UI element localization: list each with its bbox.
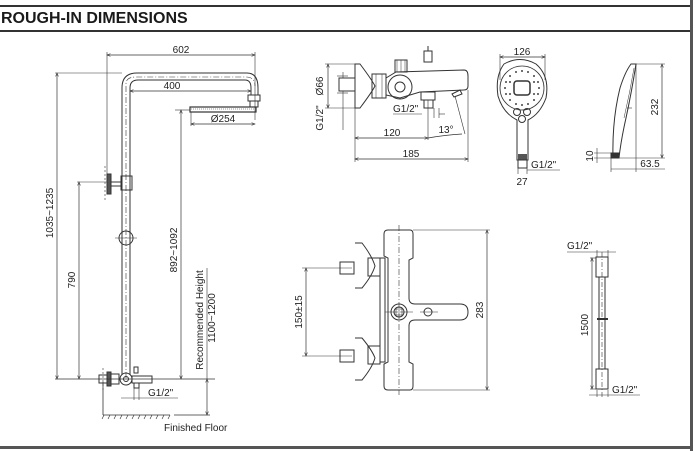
upper-flange: [355, 242, 376, 289]
mode-button-left: [513, 108, 521, 116]
valve-body: [385, 69, 469, 99]
recommended-height-label: Recommended Height: [195, 270, 206, 370]
dim-bar-height: 790: [67, 271, 78, 288]
valve-inlet-left-label: G1/2": [315, 105, 326, 131]
wall-bracket-upper: [104, 166, 133, 200]
dim-total-depth: 185: [403, 149, 420, 160]
diverter-knob: [423, 50, 433, 63]
valve-inlet-bottom-label: G1/2": [393, 104, 419, 115]
lower-flange: [355, 337, 376, 381]
dim-flange-diameter: Ø66: [315, 76, 326, 95]
valve-side-view: [325, 46, 468, 162]
hose-bottom-fitting: [595, 368, 609, 390]
dim-arm-length: 400: [164, 81, 181, 92]
head-swivel: [249, 100, 259, 108]
shower-hose-view: [567, 250, 640, 397]
dim-head-clearance: 892~1092: [169, 227, 180, 272]
inlet-nut: [371, 73, 387, 99]
hand-shower-connection-label: G1/2": [531, 160, 557, 171]
valve-on-column: [98, 366, 153, 390]
hand-shower-outline: [496, 59, 548, 161]
dim-hand-shower-length: 232: [650, 98, 661, 115]
dim-head-diameter: Ø254: [211, 114, 236, 125]
dim-handle-width: 27: [516, 177, 528, 188]
dim-hand-shower-depth: 63.5: [640, 159, 660, 170]
dim-valve-height: 283: [475, 301, 486, 318]
frame-right-border: [690, 0, 693, 451]
dim-base-height: 10: [585, 150, 596, 162]
spray-holes: [504, 70, 540, 106]
inlet-connector: [338, 77, 356, 92]
outlet-fitting: [420, 91, 436, 101]
hand-shower-front-view: [496, 54, 560, 174]
dim-spout-offset: 120: [384, 128, 401, 139]
frame-bottom-border: [0, 446, 693, 449]
hand-shower-side-view: [594, 64, 665, 172]
dim-inlet-spacing: 150±15: [294, 295, 305, 329]
shower-column-view: [55, 52, 261, 420]
hose-bottom-connection-label: G1/2": [612, 385, 638, 396]
spout-tip: [451, 89, 463, 98]
spray-face: [499, 65, 545, 111]
title-bar: ROUGH-IN DIMENSIONS: [0, 5, 692, 32]
recommended-height-value: 1100~1200: [207, 293, 218, 343]
dim-total-height: 1035~1235: [45, 187, 56, 238]
valve-front-view: [302, 225, 490, 395]
thermostat-body: [383, 229, 469, 391]
mode-button-bottom: [518, 115, 526, 123]
upper-nut: [367, 257, 381, 277]
center-nozzle: [513, 80, 531, 96]
column-inlet-label: G1/2": [148, 388, 174, 399]
head-connector: [247, 94, 261, 102]
hose-top-connection-label: G1/2": [567, 241, 593, 252]
riser-pipe: [121, 72, 259, 378]
mode-button-right: [523, 108, 531, 116]
control-knob: [387, 74, 413, 100]
dim-head-width: 126: [514, 47, 531, 58]
dim-spout-angle: 13°: [438, 125, 453, 136]
page-title: ROUGH-IN DIMENSIONS: [1, 10, 188, 27]
floor-hatching: [101, 414, 171, 420]
finished-floor-label: Finished Floor: [164, 423, 228, 434]
hand-shower-profile: [612, 63, 637, 159]
shower-head: [189, 106, 257, 113]
dim-hose-length: 1500: [580, 313, 591, 336]
hand-shower-connector: [517, 159, 528, 169]
dim-overall-width: 602: [173, 45, 190, 56]
wall-flange: [354, 63, 376, 109]
